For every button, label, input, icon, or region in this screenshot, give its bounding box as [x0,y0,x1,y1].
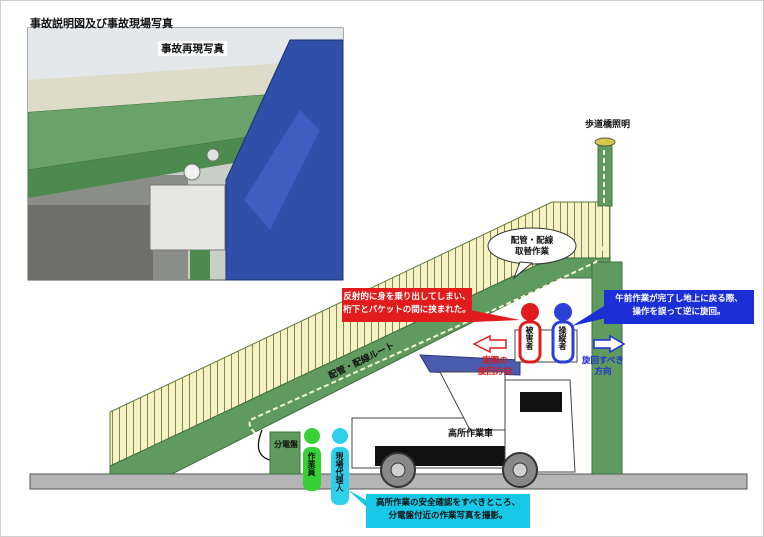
work-bubble [487,227,577,265]
operator-label: 操縦者 [558,326,567,350]
boom-arm [419,354,521,376]
wiring-route-dashed [248,150,605,445]
actual-rotation-arrow [472,334,507,354]
lamp-icon [594,137,616,147]
person-victim [518,303,542,364]
red-callout-tail [470,310,520,322]
page-title: 事故説明図及び事故現場写真 [30,17,173,30]
red-callout-text: 反射的に身を乗り出してしまい、 桁下とバケットの間に挟まれた。 [343,292,471,315]
blue-callout-tail [572,306,606,326]
intended-rotation-label: 旋回すべき 方向 [582,356,624,377]
wiring-route-cable [257,429,271,461]
worker-label: 作業員 [307,452,316,476]
victim-label: 被害者 [525,326,534,350]
intended-rotation-arrow [593,334,626,354]
blue-callout-text: 午前作業が完了し地上に戻る際、 操作を誤って逆に旋回。 [615,294,743,317]
cyan-callout-text: 高所作業の安全確認をすべきところ、 分電盤付近の作業写真を撮影。 [376,498,520,521]
cab-window [520,392,562,412]
work-bubble-label: 配管・配線 取替作業 [510,236,554,257]
person-worker [303,428,321,491]
cyan-callout-box [366,494,530,528]
person-operator [551,303,575,364]
cyan-callout-tail [348,490,370,510]
lamp-label: 歩道橋照明 [585,120,631,130]
person-site-agent [331,428,349,505]
blue-callout-box [604,290,754,324]
panel-label: 分電盤 [274,440,298,449]
actual-rotation-label: 実際の 旋回方向 [478,356,513,377]
accident-reenactment-photo [27,27,344,281]
photo-caption: 事故再現写真 [158,41,227,56]
distribution-panel [269,431,301,475]
truck-label: 高所作業車 [448,429,494,439]
red-callout-box [342,288,472,322]
boom-mount [439,371,506,431]
site-agent-label: 現場代理人 [335,452,344,492]
